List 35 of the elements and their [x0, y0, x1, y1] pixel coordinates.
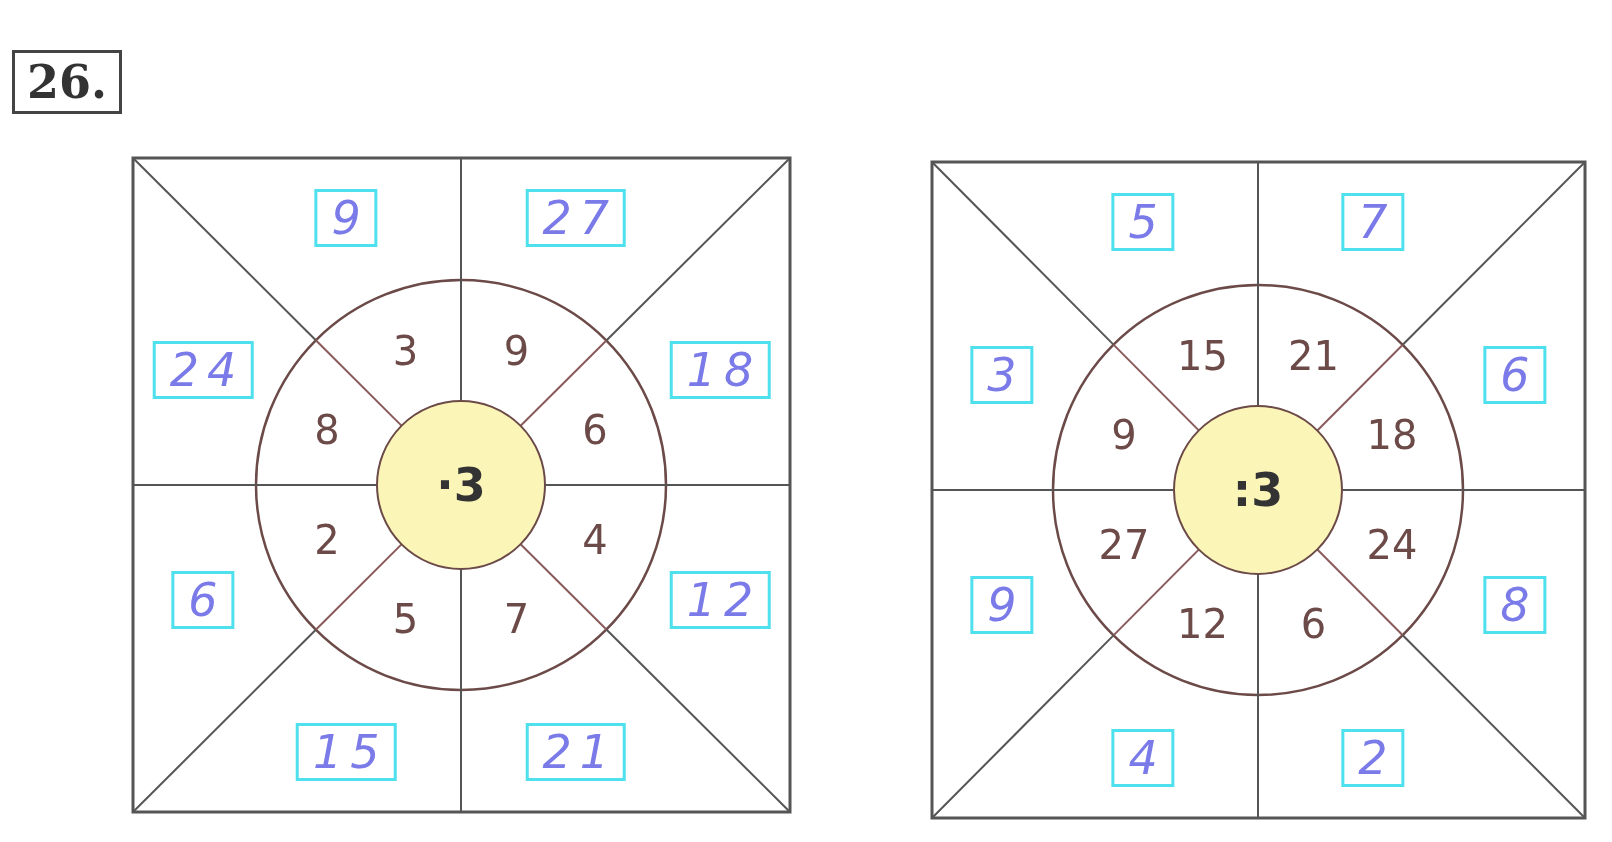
answer-box: 24 — [152, 341, 254, 400]
answer-box: 12 — [669, 570, 771, 629]
answer-box: 21 — [525, 723, 627, 781]
answer-box: 6 — [171, 570, 235, 629]
operation-circle: :3 — [1173, 405, 1343, 575]
ring-number: 2 — [314, 517, 340, 564]
ring-number: 9 — [1111, 411, 1137, 458]
operation-circle: ·3 — [376, 400, 546, 570]
ring-number: 7 — [503, 595, 530, 642]
answer-box: 5 — [1111, 193, 1175, 251]
ring-number: 15 — [1177, 333, 1228, 380]
answer-box: 27 — [525, 189, 627, 247]
answer-box: 4 — [1111, 729, 1175, 787]
answer-box: 2 — [1341, 729, 1405, 787]
answer-box: 6 — [1483, 346, 1547, 405]
answer-box: 9 — [314, 189, 378, 247]
ring-number: 6 — [1300, 600, 1327, 647]
ring-number: 18 — [1366, 411, 1418, 458]
answer-box: 15 — [295, 723, 397, 781]
answer-box: 7 — [1341, 193, 1405, 251]
ring-number: 12 — [1177, 600, 1228, 647]
answer-box: 8 — [1483, 575, 1547, 634]
ring-number: 5 — [392, 595, 419, 642]
answer-box: 3 — [970, 346, 1034, 405]
ring-number: 24 — [1366, 522, 1418, 569]
exercise-number: 26. — [12, 50, 123, 114]
answer-box: 18 — [669, 341, 771, 400]
ring-number: 4 — [582, 517, 608, 564]
ring-number: 21 — [1288, 333, 1339, 380]
ring-number: 27 — [1098, 522, 1150, 569]
ring-number: 8 — [314, 406, 340, 453]
answer-box: 9 — [970, 575, 1034, 634]
ring-number: 9 — [503, 328, 530, 375]
ring-number: 3 — [392, 328, 419, 375]
ring-number: 6 — [582, 406, 608, 453]
